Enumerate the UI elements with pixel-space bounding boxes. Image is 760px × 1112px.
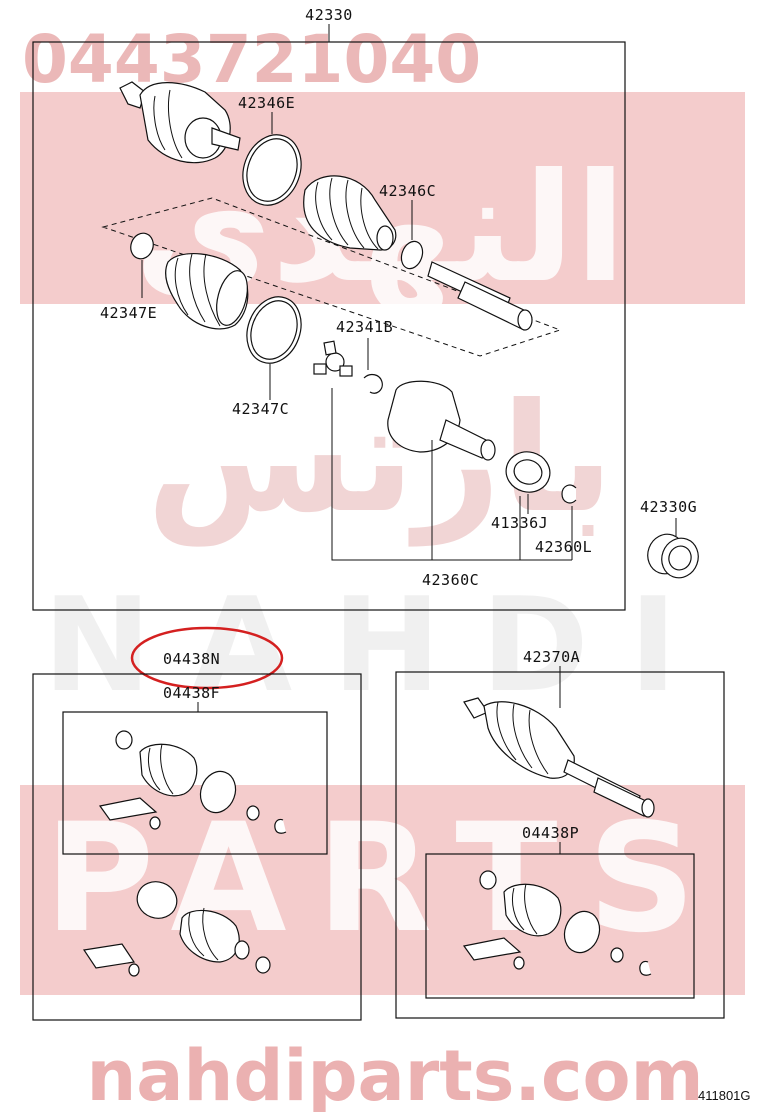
snap-ring-42360L: 42360L [535,484,592,560]
label-42346E[interactable]: 42346E [238,94,295,112]
label-42360C[interactable]: 42360C [422,571,479,589]
label-42347E[interactable]: 42347E [100,304,157,322]
kit-04438N-frame [32,673,362,1021]
highlight-circle [130,626,284,690]
figure-id: 411801G [698,1088,751,1103]
kit-04438F-frame [62,711,328,855]
outer-boot [303,175,397,251]
kit-04438P-parts [462,870,652,976]
clamp-42347C: 42347C [232,296,302,418]
assembly-42370A-frame [395,671,725,1019]
outer-shaft-assembly [463,697,655,818]
label-42360L[interactable]: 42360L [535,538,592,556]
label-04438N[interactable]: 04438N [163,650,220,668]
kit-04438N: 04438N 04438F [32,626,362,1021]
outer-cv-joint [119,81,241,164]
watermark-phone: 0443721040 [22,21,481,98]
bracket-42360C [331,388,572,561]
label-42330G[interactable]: 42330G [640,498,697,516]
kit-04438N-outer-parts [82,881,271,977]
tripod-joint: 42341B [313,318,393,394]
inner-boot [165,252,249,330]
bearing-42330G: 42330G [640,498,699,579]
label-42370A[interactable]: 42370A [523,648,580,666]
label-42347C[interactable]: 42347C [232,400,289,418]
label-41336J[interactable]: 41336J [491,514,548,532]
label-42341B[interactable]: 42341B [336,318,393,336]
watermark-latin-1: NAHDI [43,569,718,721]
kit-04438P-frame [425,853,695,999]
assembly-42330: 42330 42346E [32,6,626,611]
kit-04438F-parts [98,730,287,834]
label-42330[interactable]: 42330 [305,6,353,24]
label-42346C[interactable]: 42346C [379,182,436,200]
watermark-website: nahdiparts.com [86,1035,703,1112]
watermark-latin-2: PARTS [44,792,725,966]
watermark-band-top [20,92,745,304]
seal-41336J: 41336J [491,451,551,532]
clamp-42346E: 42346E [238,94,302,206]
label-04438F[interactable]: 04438F [163,684,220,702]
clamp-42346C: 42346C [379,182,436,270]
assembly-42370A: 42370A 04438P [395,648,725,1019]
label-04438P[interactable]: 04438P [522,824,579,842]
inner-joint-housing [387,380,496,461]
boot-kit-dashed-outline [101,197,562,357]
watermark: 0443721040 النهدي بارتس NAHDI PARTS nahd… [20,21,745,1112]
drive-shaft [427,261,533,331]
clamp-42347E: 42347E [100,232,157,322]
